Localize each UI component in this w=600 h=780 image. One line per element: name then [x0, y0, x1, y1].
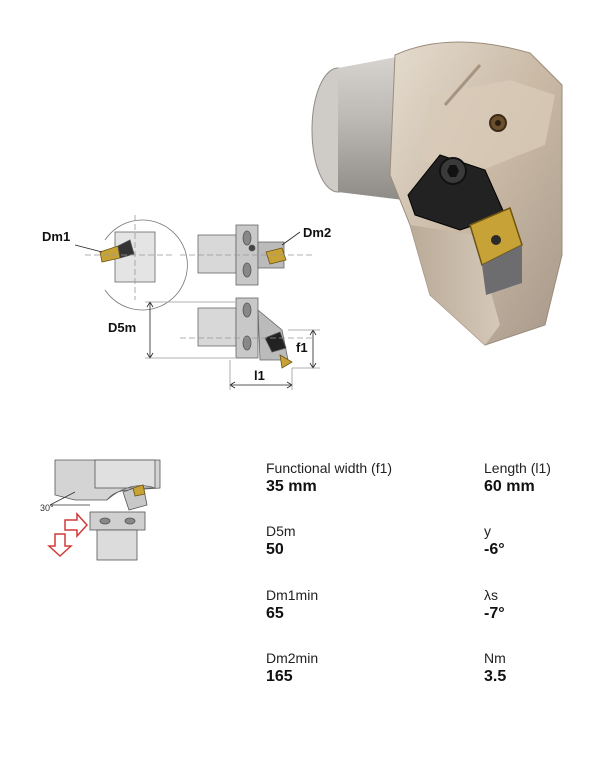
d5m-label: D5m — [108, 320, 137, 335]
spec-dm2min: Dm2min 165 — [266, 650, 446, 686]
spec-value: 3.5 — [484, 668, 507, 685]
spec-y: y -6° — [484, 523, 600, 559]
spec-label: Dm1min — [266, 587, 319, 603]
spec-value: 35 mm — [266, 478, 317, 495]
dm1-label: Dm1 — [42, 229, 71, 244]
angle-label: 30° — [40, 503, 54, 513]
spec-label: y — [484, 523, 491, 539]
spec-length: Length (l1) 60 mm — [484, 460, 600, 496]
spec-value: 65 — [266, 605, 284, 622]
arrow-down-icon — [47, 533, 73, 558]
spec-value: -6° — [484, 541, 505, 558]
mounting-diagram — [47, 459, 161, 561]
spec-nm: Nm 3.5 — [484, 650, 600, 686]
technical-drawing — [74, 215, 320, 390]
end-view — [85, 215, 188, 311]
side-view-bottom — [180, 297, 315, 369]
spec-label: Dm2min — [266, 650, 319, 666]
f1-label: f1 — [296, 340, 308, 355]
spec-label: λs — [484, 587, 498, 603]
spec-label: Nm — [484, 650, 506, 666]
spec-lambda-s: λs -7° — [484, 587, 600, 623]
spec-functional-width: Functional width (f1) 35 mm — [266, 460, 446, 496]
spec-label: D5m — [266, 523, 296, 539]
arrow-right-icon — [64, 512, 89, 538]
side-view-top — [180, 224, 315, 286]
insert — [469, 206, 523, 295]
l1-label: l1 — [254, 368, 265, 383]
spec-label: Functional width (f1) — [266, 460, 393, 476]
spec-value: 50 — [266, 541, 284, 558]
spec-value: 60 mm — [484, 478, 535, 495]
dm2-label: Dm2 — [303, 225, 332, 240]
spec-dm1min: Dm1min 65 — [266, 587, 446, 623]
dimension-lines — [74, 231, 320, 390]
spec-value: -7° — [484, 605, 505, 622]
product-photo — [311, 41, 563, 346]
spec-value: 165 — [266, 668, 293, 685]
spec-label: Length (l1) — [484, 460, 551, 476]
spec-d5m: D5m 50 — [266, 523, 446, 559]
